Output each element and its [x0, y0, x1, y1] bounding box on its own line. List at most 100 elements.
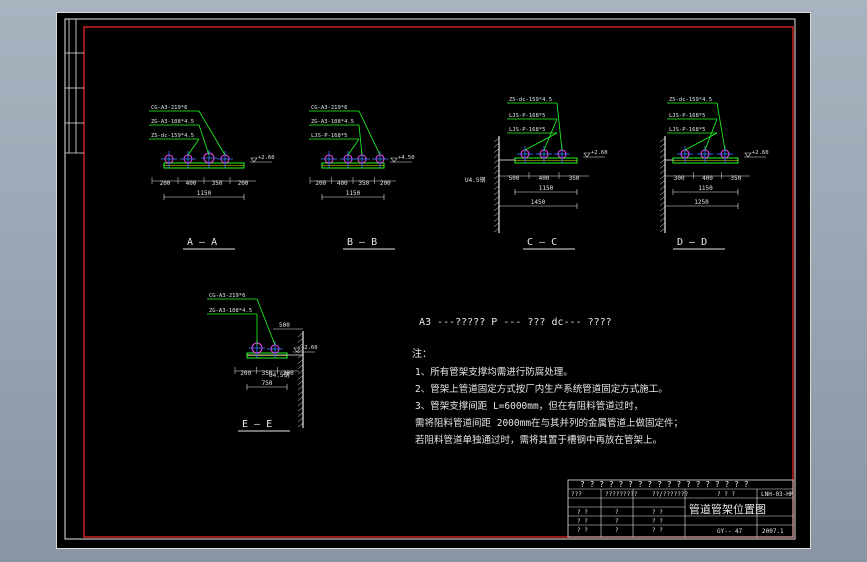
title-block: ? ? ? ? ? ? ? ? ? ? ? ? ? ? ? ? ? ? ??? … [567, 479, 794, 538]
elev-mark [744, 152, 752, 158]
elevation-label: +2.60 [752, 150, 769, 156]
drawing-canvas: CG-A3-219*6ZG-A3-108*4.5ZS-dc-159*4.5+2.… [64, 18, 796, 540]
leader-label: ZG-A3-108*4.5 [209, 308, 252, 314]
dim-label: 350 [212, 180, 223, 187]
dim-label: 300 [674, 175, 685, 182]
dim-label: 400 [337, 180, 348, 187]
dim-label: 400 [186, 180, 197, 187]
leader-label: ZS-dc-159*4.5 [669, 97, 712, 103]
wall-hatch [297, 422, 304, 428]
dim-label: 350 [262, 370, 273, 377]
title-block-header: ? ? ? ? ? ? ? ? ? ? ? ? ? ? ? ? ? ? [580, 480, 749, 489]
wall-hatch [493, 206, 500, 212]
leader-line [358, 110, 381, 156]
note-line: 3、管架支撑间距 L=6000mm，但在有阻料管道过时， [415, 400, 643, 412]
leader-label: ZG-A3-108*4.5 [311, 119, 354, 125]
section-d: ZS-dc-159*4.5LJS-P-168*5LJS-P-168*5+2.60… [659, 97, 769, 250]
wall-hatch [493, 190, 500, 196]
wall-hatch [493, 143, 500, 148]
wall-hatch [297, 396, 304, 401]
tb-row-c3: ? ? [652, 527, 663, 534]
drawing-date: 2007.1 [762, 528, 784, 535]
section-title: B — B [347, 237, 377, 248]
section-e: U4.5钢CG-A3-219*6ZG-A3-108*4.5+2.60500200… [207, 293, 318, 432]
wall-hatch [493, 227, 500, 233]
leader-label: ZS-dc-159*4.5 [151, 133, 194, 139]
dim-label: 200 [315, 180, 326, 187]
wall-hatch [297, 380, 304, 385]
total2-dim-label: 1250 [694, 199, 709, 206]
wall-hatch [659, 227, 666, 233]
wall-hatch [659, 164, 666, 169]
tb-r1-c1: ??? [571, 491, 582, 498]
drawing-title: 管道管架位置图 [689, 502, 766, 516]
wall-hatch [493, 159, 500, 164]
wall-hatch [297, 343, 304, 348]
elev-mark [250, 157, 258, 163]
dim-label: 200 [240, 370, 251, 377]
section-a: CG-A3-219*6ZG-A3-108*4.5ZS-dc-159*4.5+2.… [149, 105, 275, 250]
wall-hatch [297, 407, 304, 412]
leader-line [684, 132, 718, 151]
elevation-label: +2.60 [301, 345, 318, 351]
wall-hatch [493, 164, 500, 169]
tb-row-c3: ? ? [652, 509, 663, 516]
wall-label: U4.5钢 [465, 176, 485, 184]
wall-hatch [659, 185, 666, 190]
section-title: D — D [677, 237, 707, 248]
total-dim-label: 1150 [197, 190, 212, 197]
wall-hatch [297, 364, 304, 369]
wall-hatch [297, 369, 304, 375]
wall-hatch [659, 212, 666, 217]
wall-label: U4.5钢 [269, 371, 289, 379]
wall-hatch [493, 137, 500, 143]
tb-row-c1: ? ? [577, 518, 588, 525]
dim-label: 200 [380, 180, 391, 187]
wall-hatch [493, 222, 500, 227]
section-title: A — A [187, 237, 217, 248]
leader-line [358, 124, 363, 156]
wall-hatch [659, 153, 666, 159]
wall-hatch [493, 217, 500, 222]
wall-hatch [493, 185, 500, 190]
dim-label: 500 [509, 175, 520, 182]
wall-hatch [297, 338, 304, 343]
total-dim-label: 1150 [346, 190, 361, 197]
leader-label: LJS-P-168*5 [509, 127, 545, 133]
leader-line [524, 132, 558, 151]
wall-hatch [297, 401, 304, 407]
leader-line [198, 124, 210, 156]
wall-hatch [659, 137, 666, 143]
wall-hatch [659, 174, 666, 180]
note-line: 1、所有管架支撑均需进行防腐处理。 [415, 366, 573, 378]
note-line: 若阻料管道单独通过时，需将其置于槽钢中再放在管架上。 [415, 434, 662, 446]
outer-frame [64, 18, 796, 540]
tb-row-c2: ? [615, 509, 619, 516]
leader-label: CG-A3-219*6 [151, 105, 187, 111]
notes-title: 注： [412, 347, 432, 360]
dim-label: 350 [358, 180, 369, 187]
leader-label: LJS-P-168*5 [509, 113, 545, 119]
wall-hatch [659, 201, 666, 206]
elev-mark [583, 152, 591, 158]
wall-hatch [493, 212, 500, 217]
wall-hatch [659, 148, 666, 153]
leader-line [556, 102, 563, 151]
wall-hatch [297, 412, 304, 417]
wall-hatch [297, 391, 304, 396]
wall-hatch [659, 169, 666, 174]
wall-hatch [659, 196, 666, 201]
wall-hatch [659, 159, 666, 164]
dim-label: 400 [702, 175, 713, 182]
leader-line [716, 102, 726, 151]
total-dim-label: 1150 [698, 185, 713, 192]
section-title: C — C [527, 237, 557, 248]
wall-hatch [493, 180, 500, 185]
top-dim-label: 500 [279, 322, 290, 329]
leader-line [704, 118, 718, 151]
note-line: 需将阻料管道间距 2000mm在与其并列的金属管道上做固定件； [415, 417, 683, 429]
leader-line [543, 118, 558, 151]
dim-label: 350 [730, 175, 741, 182]
elevation-label: +2.60 [591, 150, 608, 156]
